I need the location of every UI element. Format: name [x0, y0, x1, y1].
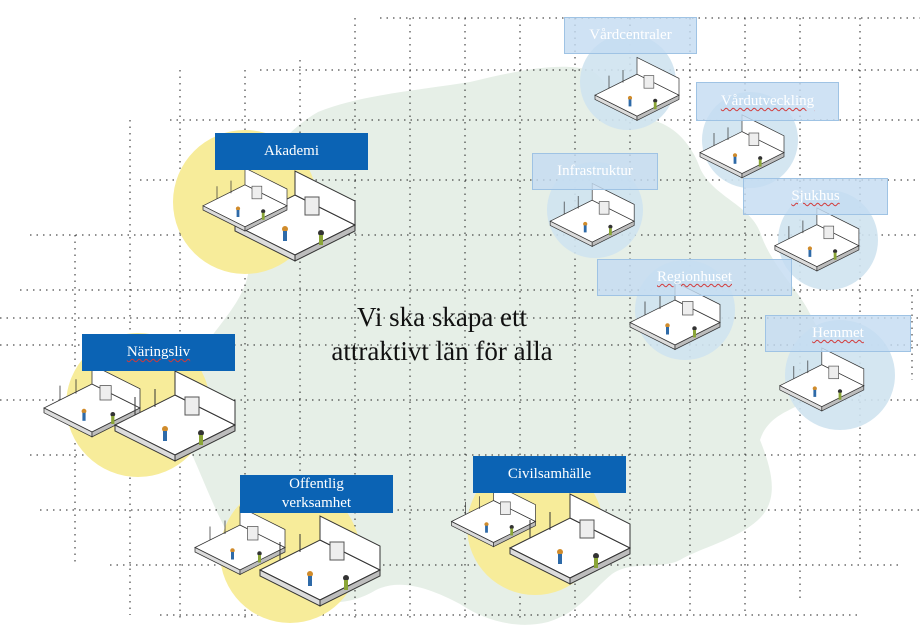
label-akademi-text: Akademi	[264, 143, 319, 159]
label-hemmet: Hemmet	[765, 315, 911, 352]
headline-line-2: attraktivt län för alla	[331, 336, 553, 366]
label-civilsamhalle-text: Civilsamhälle	[507, 466, 592, 482]
label-sjukhus: Sjukhus	[743, 178, 888, 215]
label-offentlig-line-2: verksamhet	[281, 495, 352, 511]
label-naringsliv: Näringsliv	[82, 334, 235, 371]
label-infrastruktur: Infrastruktur	[532, 153, 658, 190]
label-naringsliv-text: Näringsliv	[126, 344, 191, 360]
label-vardutveckling: Vårdutveckling	[696, 82, 839, 121]
label-vardcentraler: Vårdcentraler	[564, 17, 697, 54]
label-regionhuset: Regionhuset	[597, 259, 792, 296]
label-sjukhus-text: Sjukhus	[791, 188, 840, 204]
label-civilsamhalle: Civilsamhälle	[473, 456, 626, 493]
label-offentlig-line-1: Offentlig	[289, 476, 344, 492]
label-vardcentraler-text: Vårdcentraler	[589, 27, 672, 43]
label-hemmet-text: Hemmet	[812, 325, 864, 341]
label-regionhuset-text: Regionhuset	[657, 269, 732, 285]
label-offentlig-verksamhet: Offentlig verksamhet	[240, 475, 393, 513]
label-vardutveckling-text: Vårdutveckling	[720, 93, 815, 109]
label-akademi: Akademi	[215, 133, 368, 170]
headline: Vi ska skapa ett attraktivt län för alla	[292, 300, 592, 368]
label-infrastruktur-text: Infrastruktur	[557, 163, 633, 179]
headline-line-1: Vi ska skapa ett	[356, 302, 528, 332]
